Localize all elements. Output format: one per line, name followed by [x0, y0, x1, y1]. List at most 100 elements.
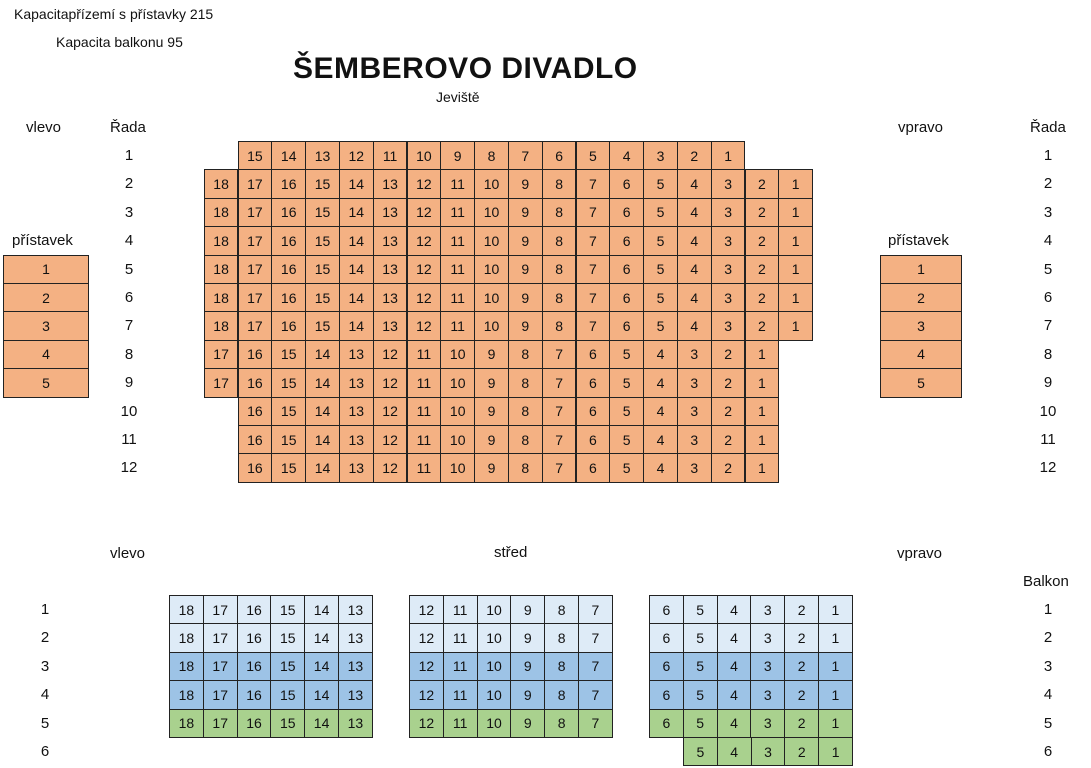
- ground-seat-r2-s14[interactable]: 14: [338, 169, 374, 199]
- ground-seat-r2-s13[interactable]: 13: [372, 169, 408, 199]
- ground-seat-r7-s3[interactable]: 3: [710, 311, 746, 341]
- balcony-left-seat-r5-s17[interactable]: 17: [202, 708, 238, 738]
- ground-seat-r4-s12[interactable]: 12: [406, 226, 442, 256]
- ground-seat-r8-s9[interactable]: 9: [474, 339, 509, 370]
- ground-seat-r8-s13[interactable]: 13: [338, 339, 374, 370]
- ground-seat-r9-s7[interactable]: 7: [541, 368, 577, 398]
- ground-seat-r6-s2[interactable]: 2: [744, 283, 780, 313]
- balcony-right-seat-r5-s5[interactable]: 5: [682, 708, 718, 738]
- ground-seat-r3-s11[interactable]: 11: [440, 197, 476, 228]
- balcony-right-seat-r3-s3[interactable]: 3: [750, 651, 786, 682]
- ground-seat-r9-s2[interactable]: 2: [710, 368, 746, 398]
- ground-seat-r1-s7[interactable]: 7: [507, 141, 543, 171]
- balcony-left-seat-r1-s18[interactable]: 18: [169, 595, 204, 625]
- ground-seat-r6-s5[interactable]: 5: [643, 283, 678, 313]
- ground-seat-r1-s13[interactable]: 13: [305, 141, 340, 171]
- ground-seat-r5-s8[interactable]: 8: [541, 254, 577, 284]
- balcony-right-seat-r3-s5[interactable]: 5: [682, 651, 718, 682]
- balcony-left-seat-r2-s17[interactable]: 17: [202, 623, 238, 653]
- ground-seat-r10-s1[interactable]: 1: [744, 396, 780, 426]
- ground-seat-r2-s10[interactable]: 10: [474, 169, 509, 199]
- ground-seat-r9-s3[interactable]: 3: [676, 368, 712, 398]
- ground-seat-r11-s1[interactable]: 1: [744, 425, 780, 455]
- ground-seat-r7-s4[interactable]: 4: [676, 311, 712, 341]
- ground-seat-r4-s1[interactable]: 1: [778, 226, 814, 256]
- ground-seat-r2-s2[interactable]: 2: [744, 169, 780, 199]
- ground-seat-r1-s1[interactable]: 1: [710, 141, 746, 171]
- balcony-center-seat-r5-s10[interactable]: 10: [476, 708, 512, 738]
- balcony-left-seat-r5-s15[interactable]: 15: [270, 708, 306, 738]
- ground-seat-r5-s4[interactable]: 4: [676, 254, 712, 284]
- balcony-left-seat-r4-s15[interactable]: 15: [270, 680, 306, 710]
- ground-seat-r6-s8[interactable]: 8: [541, 283, 577, 313]
- ground-seat-r7-s14[interactable]: 14: [338, 311, 374, 341]
- ground-seat-r12-s11[interactable]: 11: [406, 453, 442, 483]
- balcony-center-seat-r4-s7[interactable]: 7: [578, 680, 613, 710]
- balcony-left-seat-r3-s13[interactable]: 13: [338, 651, 373, 682]
- ground-seat-r9-s8[interactable]: 8: [507, 368, 543, 398]
- balcony-right-seat-r4-s4[interactable]: 4: [716, 680, 752, 710]
- ground-seat-r3-s14[interactable]: 14: [338, 197, 374, 228]
- ground-seat-r3-s10[interactable]: 10: [474, 197, 509, 228]
- ground-seat-r2-s15[interactable]: 15: [305, 169, 340, 199]
- ground-seat-r3-s8[interactable]: 8: [541, 197, 577, 228]
- ground-seat-r4-s18[interactable]: 18: [203, 226, 239, 256]
- ground-seat-r3-s18[interactable]: 18: [203, 197, 239, 228]
- balcony-left-seat-r2-s15[interactable]: 15: [270, 623, 306, 653]
- balcony-center-seat-r3-s7[interactable]: 7: [578, 651, 613, 682]
- balcony-left-seat-r5-s16[interactable]: 16: [236, 708, 272, 738]
- ground-seat-r1-s2[interactable]: 2: [676, 141, 712, 171]
- balcony-right-seat-r1-s3[interactable]: 3: [750, 595, 786, 625]
- ground-seat-r6-s12[interactable]: 12: [406, 283, 442, 313]
- ground-seat-r6-s1[interactable]: 1: [778, 283, 814, 313]
- ground-seat-r2-s9[interactable]: 9: [507, 169, 543, 199]
- ground-seat-r1-s3[interactable]: 3: [643, 141, 678, 171]
- ground-seat-r10-s2[interactable]: 2: [710, 396, 746, 426]
- ground-seat-r4-s6[interactable]: 6: [609, 226, 645, 256]
- ground-seat-r12-s6[interactable]: 6: [575, 453, 611, 483]
- ground-seat-r4-s2[interactable]: 2: [744, 226, 780, 256]
- ground-seat-r3-s7[interactable]: 7: [575, 197, 611, 228]
- ground-seat-r11-s4[interactable]: 4: [643, 425, 678, 455]
- ground-seat-r1-s5[interactable]: 5: [575, 141, 611, 171]
- ground-seat-r9-s1[interactable]: 1: [744, 368, 780, 398]
- balcony-right-seat-r1-s1[interactable]: 1: [818, 595, 853, 625]
- ground-seat-r3-s4[interactable]: 4: [676, 197, 712, 228]
- ground-seat-r7-s16[interactable]: 16: [271, 311, 307, 341]
- balcony-left-seat-r3-s16[interactable]: 16: [236, 651, 272, 682]
- ground-seat-r11-s13[interactable]: 13: [338, 425, 374, 455]
- ground-seat-r1-s9[interactable]: 9: [440, 141, 476, 171]
- ground-seat-r12-s15[interactable]: 15: [271, 453, 307, 483]
- ground-seat-r7-s2[interactable]: 2: [744, 311, 780, 341]
- ground-seat-r10-s9[interactable]: 9: [474, 396, 509, 426]
- ground-seat-r9-s9[interactable]: 9: [474, 368, 509, 398]
- ground-seat-r5-s7[interactable]: 7: [575, 254, 611, 284]
- ground-seat-r12-s3[interactable]: 3: [676, 453, 712, 483]
- ground-seat-r3-s17[interactable]: 17: [237, 197, 273, 228]
- ground-seat-r6-s14[interactable]: 14: [338, 283, 374, 313]
- ground-seat-r5-s17[interactable]: 17: [237, 254, 273, 284]
- balcony-right-seat-r6-s5[interactable]: 5: [683, 737, 718, 767]
- balcony-center-seat-r5-s12[interactable]: 12: [409, 708, 444, 738]
- ground-seat-r12-s4[interactable]: 4: [643, 453, 678, 483]
- ground-seat-r2-s17[interactable]: 17: [237, 169, 273, 199]
- ground-seat-r8-s10[interactable]: 10: [440, 339, 476, 370]
- ground-seat-r6-s6[interactable]: 6: [609, 283, 645, 313]
- ground-seat-r4-s4[interactable]: 4: [676, 226, 712, 256]
- ground-seat-r2-s5[interactable]: 5: [643, 169, 678, 199]
- balcony-left-seat-r2-s13[interactable]: 13: [338, 623, 373, 653]
- balcony-center-seat-r3-s8[interactable]: 8: [544, 651, 579, 682]
- ground-seat-r11-s8[interactable]: 8: [507, 425, 543, 455]
- ground-seat-r10-s3[interactable]: 3: [676, 396, 712, 426]
- balcony-right-seat-r1-s4[interactable]: 4: [716, 595, 752, 625]
- ground-seat-r5-s15[interactable]: 15: [305, 254, 340, 284]
- ground-seat-r4-s7[interactable]: 7: [575, 226, 611, 256]
- balcony-left-seat-r5-s18[interactable]: 18: [169, 708, 204, 738]
- ground-seat-r8-s12[interactable]: 12: [372, 339, 408, 370]
- ground-seat-r5-s1[interactable]: 1: [778, 254, 814, 284]
- ground-seat-r9-s10[interactable]: 10: [440, 368, 476, 398]
- balcony-right-seat-r4-s1[interactable]: 1: [818, 680, 853, 710]
- balcony-right-seat-r5-s1[interactable]: 1: [818, 708, 853, 738]
- ground-seat-r6-s11[interactable]: 11: [440, 283, 476, 313]
- balcony-left-seat-r5-s14[interactable]: 14: [304, 708, 339, 738]
